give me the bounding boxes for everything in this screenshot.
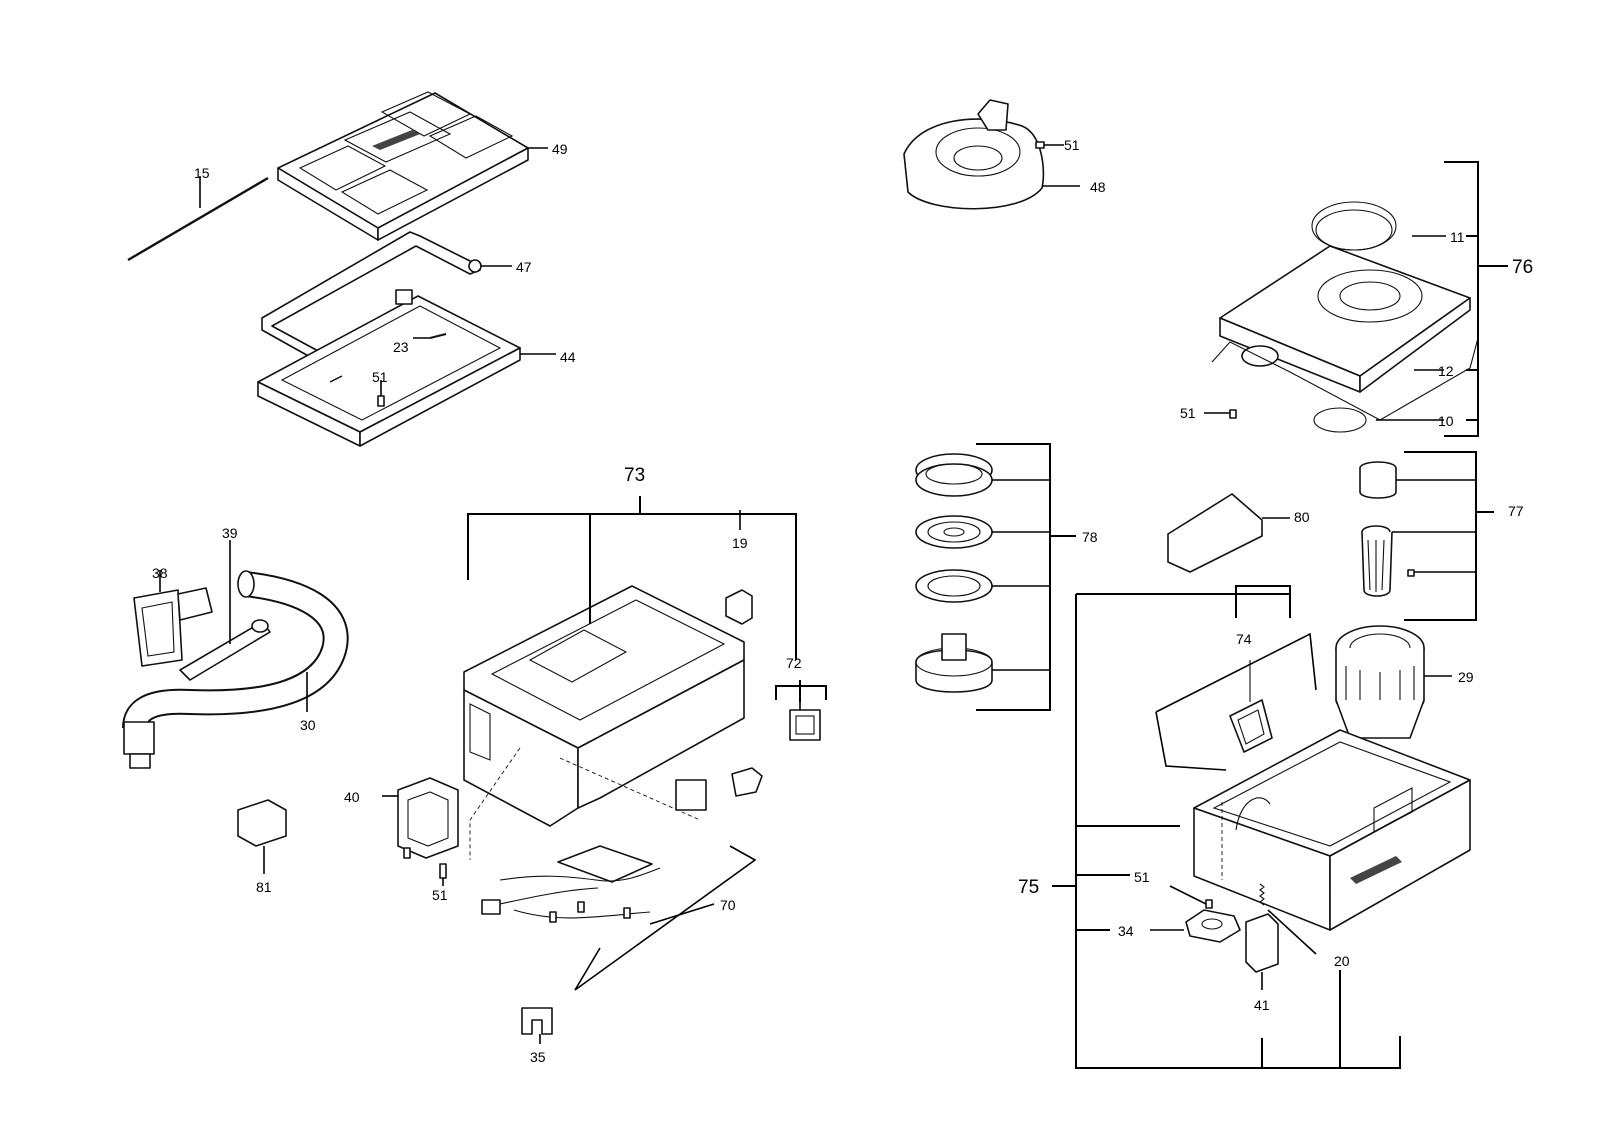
callout-80: 80 bbox=[1294, 509, 1310, 525]
callout-23: 23 bbox=[393, 339, 409, 355]
part-38-nozzle bbox=[133, 570, 213, 667]
part-73-base-housing bbox=[463, 585, 745, 860]
part-78-fan-stack bbox=[915, 453, 1050, 693]
part-51-screw-tank bbox=[1169, 885, 1213, 909]
part-81-filter-clip bbox=[237, 799, 287, 874]
callout-73: 73 bbox=[624, 465, 645, 486]
callout-29: 29 bbox=[1458, 669, 1474, 685]
bracket-76 bbox=[1444, 161, 1508, 437]
part-48-motor-cover bbox=[903, 99, 1080, 210]
callout-76: 76 bbox=[1512, 257, 1533, 278]
callout-30: 30 bbox=[300, 717, 316, 733]
callout-38: 38 bbox=[152, 565, 168, 581]
bracket-73 bbox=[467, 496, 797, 660]
part-19-clip bbox=[725, 510, 753, 625]
part-41-latch-block bbox=[1245, 913, 1279, 990]
milwaukee-logo-icon bbox=[372, 130, 420, 150]
callout-72: 72 bbox=[786, 655, 802, 671]
part-72-switch bbox=[789, 702, 821, 741]
milwaukee-logo-icon bbox=[1350, 856, 1402, 884]
callout-48: 48 bbox=[1090, 179, 1106, 195]
part-20-spring bbox=[1259, 883, 1317, 955]
part-40-battery-mount bbox=[382, 777, 459, 859]
callout-35: 35 bbox=[530, 1049, 546, 1065]
part-47-handle bbox=[261, 231, 512, 359]
part-35-bracket bbox=[521, 1007, 553, 1044]
bracket-77 bbox=[1404, 451, 1494, 621]
bracket-75 bbox=[1052, 593, 1401, 1069]
part-51-screw-housing bbox=[1204, 409, 1237, 419]
part-49-lid-organizer bbox=[277, 91, 548, 241]
callout-10: 10 bbox=[1438, 413, 1454, 429]
callout-51-housing: 51 bbox=[1180, 405, 1196, 421]
part-80-label bbox=[1167, 493, 1290, 573]
part-76-filter-housing bbox=[1211, 201, 1479, 433]
callout-34: 34 bbox=[1118, 923, 1134, 939]
part-39-crevice-tool bbox=[179, 540, 271, 681]
callout-70: 70 bbox=[720, 897, 736, 913]
callout-77: 77 bbox=[1508, 503, 1524, 519]
callout-40: 40 bbox=[344, 789, 360, 805]
callout-51-cover: 51 bbox=[1064, 137, 1080, 153]
part-44-lid-frame bbox=[257, 289, 556, 447]
callout-51-lid: 51 bbox=[372, 369, 388, 385]
bracket-78 bbox=[976, 443, 1076, 711]
callout-19: 19 bbox=[732, 535, 748, 551]
callout-81: 81 bbox=[256, 879, 272, 895]
part-51-screw-base bbox=[439, 863, 447, 886]
callout-49: 49 bbox=[552, 141, 568, 157]
callout-39: 39 bbox=[222, 525, 238, 541]
part-30-hose bbox=[122, 570, 349, 769]
part-70-pcb-harness bbox=[481, 845, 757, 991]
callout-12: 12 bbox=[1438, 363, 1454, 379]
callout-15: 15 bbox=[194, 165, 210, 181]
callout-47: 47 bbox=[516, 259, 532, 275]
part-77-filter-parts bbox=[1359, 461, 1476, 597]
part-74-latch bbox=[1155, 632, 1317, 771]
part-switch-b bbox=[675, 767, 763, 811]
callout-51-base: 51 bbox=[432, 887, 448, 903]
callout-41: 41 bbox=[1254, 997, 1270, 1013]
callout-51-tank: 51 bbox=[1134, 869, 1150, 885]
callout-11: 11 bbox=[1450, 229, 1465, 245]
part-29-filter bbox=[1335, 625, 1452, 739]
part-75-tank bbox=[1193, 729, 1471, 931]
callout-44: 44 bbox=[560, 349, 576, 365]
part-23-pin bbox=[413, 333, 447, 339]
callout-20: 20 bbox=[1334, 953, 1350, 969]
part-34-valve bbox=[1150, 909, 1241, 943]
callout-75: 75 bbox=[1018, 877, 1039, 898]
part-51-screw-lid bbox=[377, 380, 385, 407]
part-51-screw-cover bbox=[1035, 141, 1064, 149]
bracket-74 bbox=[1235, 585, 1291, 618]
callout-74: 74 bbox=[1236, 631, 1252, 647]
part-15-rod bbox=[127, 176, 269, 262]
bracket-72 bbox=[775, 680, 827, 702]
callout-78: 78 bbox=[1082, 529, 1098, 545]
